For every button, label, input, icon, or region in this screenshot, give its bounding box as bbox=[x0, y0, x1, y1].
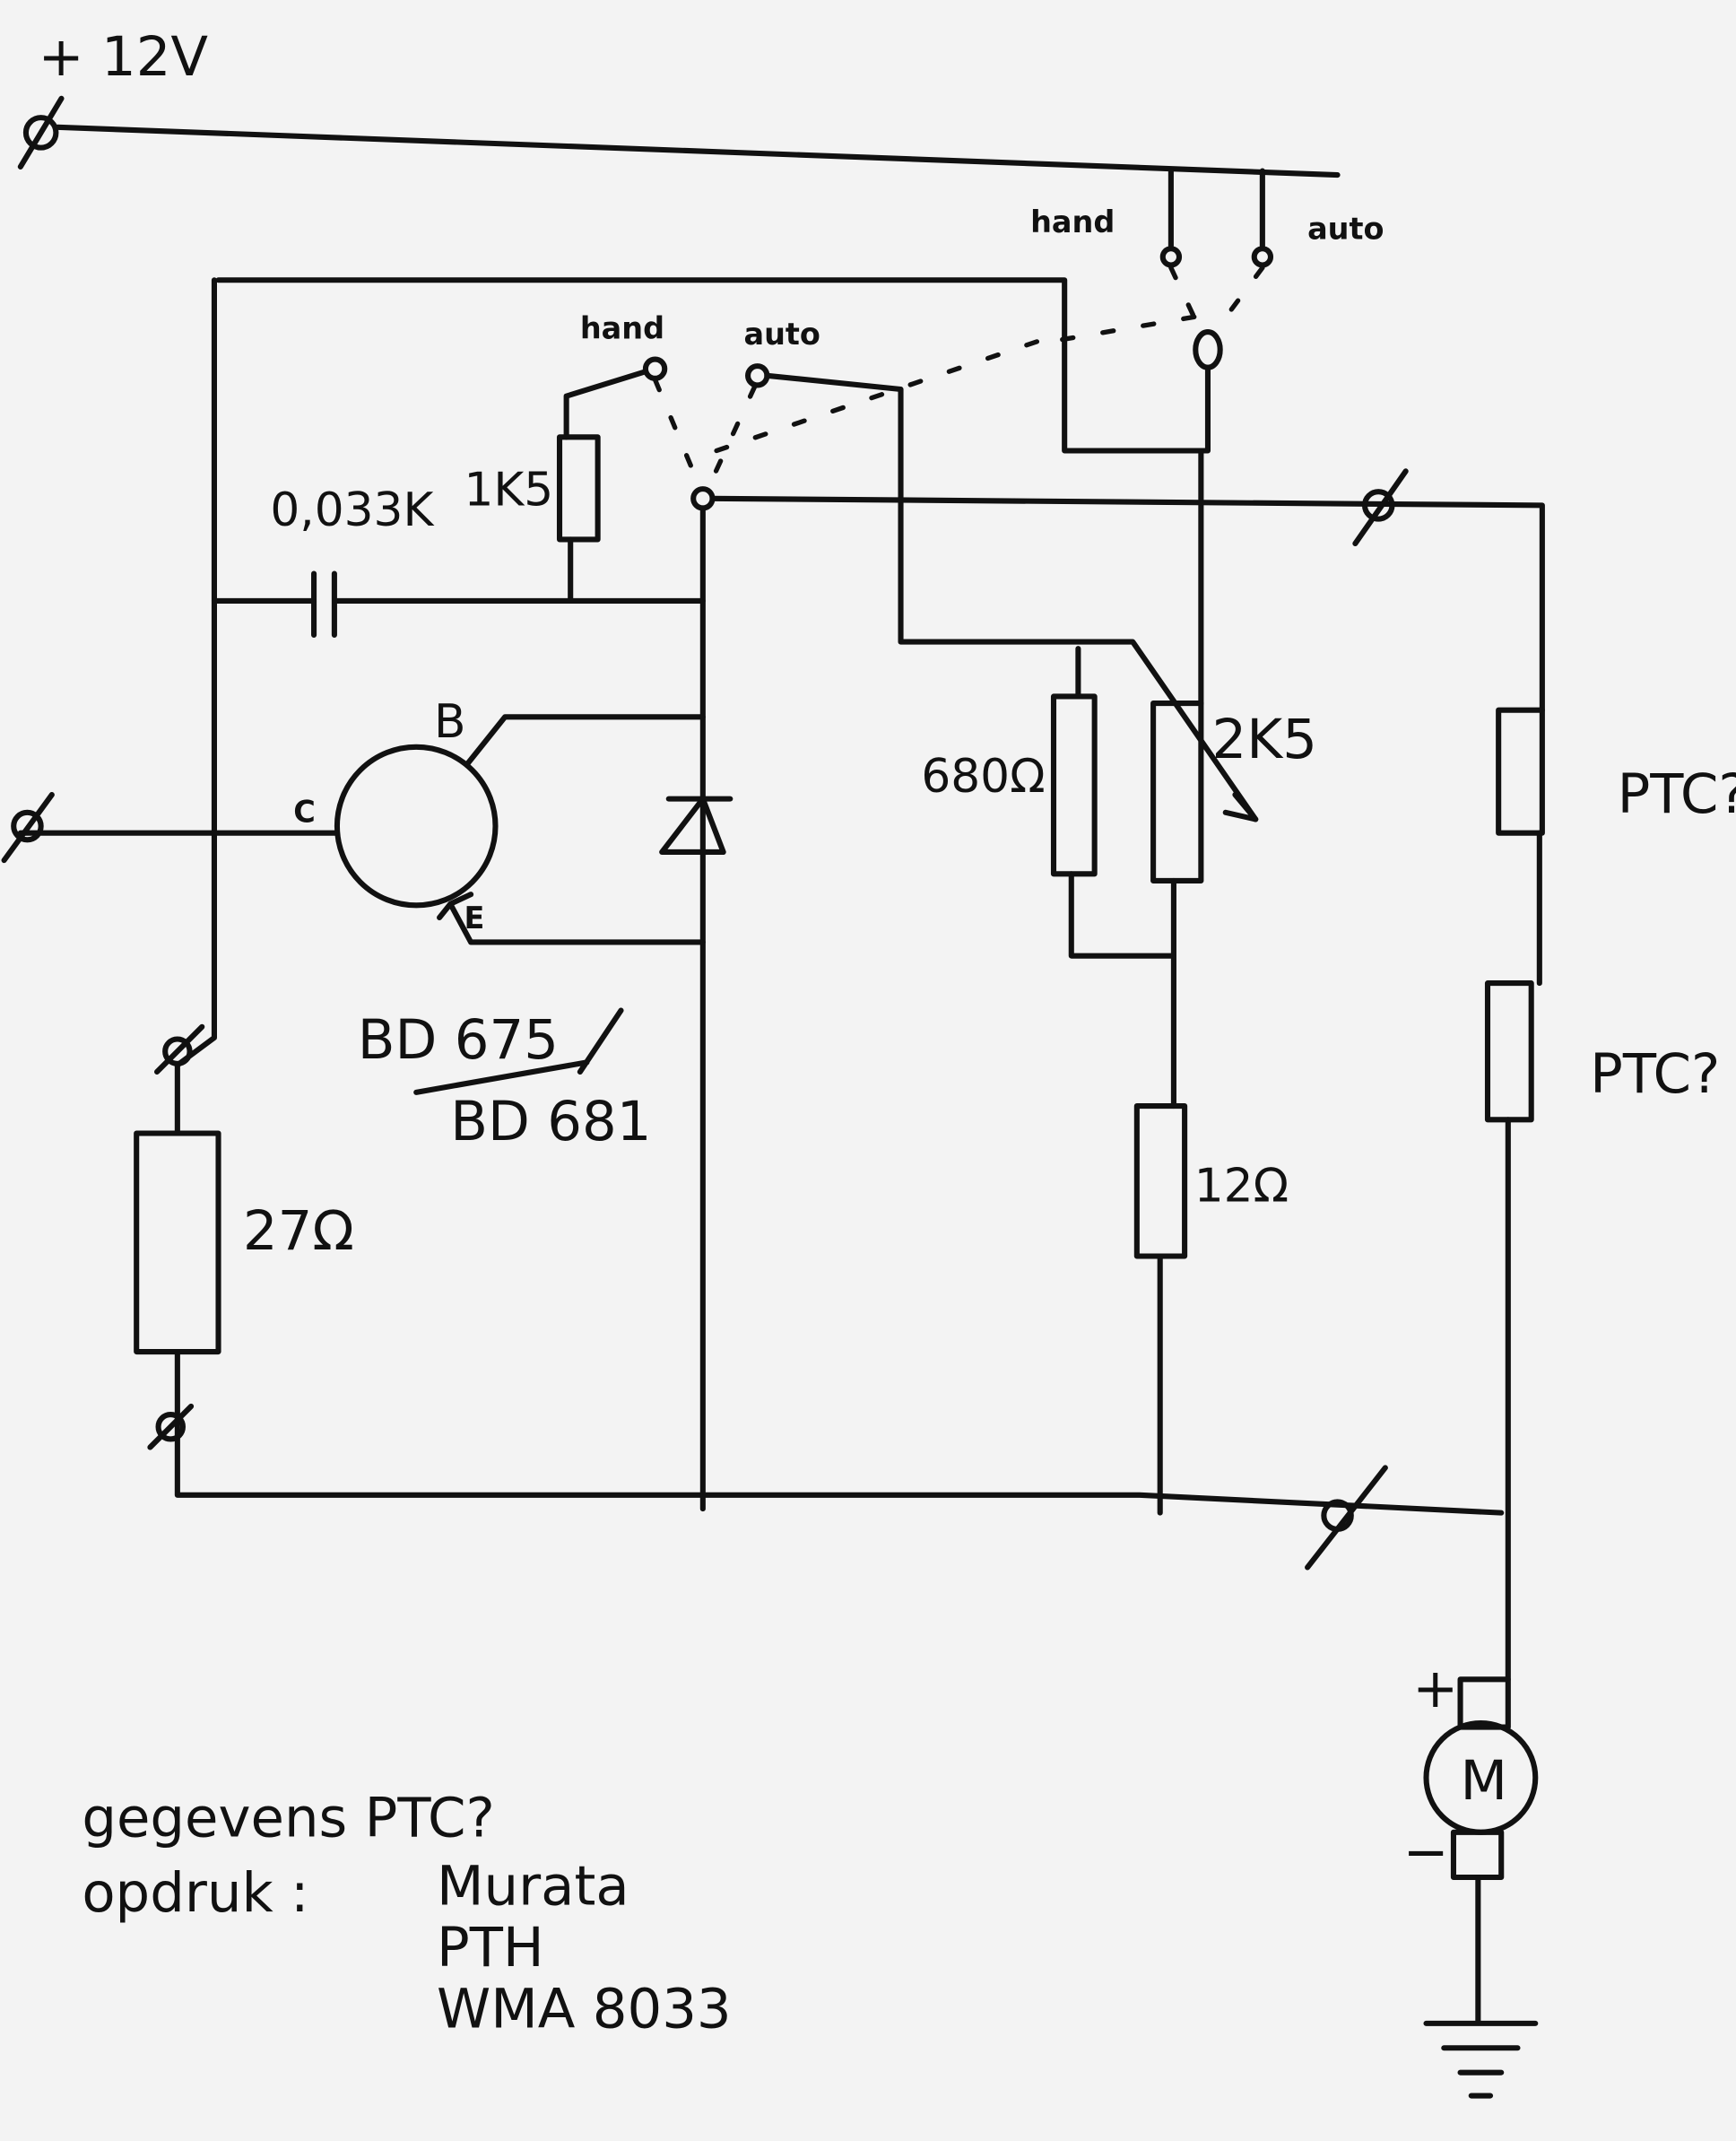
resistor-12-label: 12Ω bbox=[1194, 1160, 1289, 1214]
ptc-2-label: PTC? bbox=[1590, 1042, 1720, 1106]
note-line3: PTH bbox=[437, 1916, 544, 1980]
terminal-left-lower bbox=[147, 1403, 195, 1450]
resistor-12 bbox=[1133, 1103, 1188, 1259]
right-rail bbox=[709, 495, 1545, 1683]
resistor-680 bbox=[1050, 693, 1098, 877]
motor bbox=[1423, 1676, 1539, 2099]
terminal-bottom bbox=[1305, 1465, 1388, 1571]
transistor-b-label: B bbox=[434, 695, 466, 749]
note-line2: Murata bbox=[437, 1854, 629, 1918]
resistor-1k5-label: 1K5 bbox=[464, 463, 553, 517]
capacitor-label: 0,033K bbox=[270, 483, 435, 537]
terminal-base-input bbox=[1, 792, 55, 864]
resistor-1k5 bbox=[556, 434, 601, 543]
supply-terminal bbox=[17, 95, 65, 170]
r1k5-wire bbox=[563, 369, 648, 604]
terminal-left-upper bbox=[153, 1023, 205, 1075]
ptc-1-label: PTC? bbox=[1618, 762, 1736, 826]
left-switch-auto-label: auto bbox=[743, 317, 820, 352]
motor-plus-label: + bbox=[1412, 1657, 1458, 1720]
transistor-type-1: BD 675 bbox=[358, 1008, 559, 1072]
ptc-1 bbox=[1496, 707, 1545, 836]
transistor-c-label: C bbox=[293, 794, 316, 829]
transistor-type-separator bbox=[413, 1007, 624, 1095]
supply-label: + 12V bbox=[39, 25, 209, 89]
top-switch bbox=[215, 168, 1274, 707]
supply-rail bbox=[54, 124, 1341, 178]
top-switch-hand-label: hand bbox=[1030, 205, 1115, 239]
transistor-type-2: BD 681 bbox=[450, 1090, 651, 1153]
top-switch-auto-label: auto bbox=[1307, 212, 1384, 247]
note-line1: gegevens PTC? bbox=[82, 1786, 494, 1849]
resistor-680-label: 680Ω bbox=[921, 750, 1045, 804]
left-switch-hand-label: hand bbox=[580, 311, 664, 346]
motor-minus-label: − bbox=[1403, 1820, 1449, 1884]
potentiometer-2k5-label: 2K5 bbox=[1212, 708, 1317, 771]
transistor bbox=[17, 714, 706, 945]
transistor-e-label: E bbox=[464, 901, 484, 936]
capacitor bbox=[211, 570, 706, 639]
left-switch bbox=[642, 339, 1259, 822]
potentiometer-2k5 bbox=[1150, 701, 1204, 883]
note-line2-label: opdruk : bbox=[82, 1861, 308, 1925]
resistor-27-label: 27Ω bbox=[243, 1199, 354, 1263]
diode bbox=[659, 796, 733, 856]
terminal-right-top bbox=[1352, 468, 1409, 547]
pot-network-wire bbox=[1068, 646, 1176, 1516]
motor-label: M bbox=[1461, 1749, 1508, 1813]
ptc-2 bbox=[1484, 980, 1534, 1123]
note-line4: WMA 8033 bbox=[437, 1977, 732, 2041]
resistor-27 bbox=[134, 1130, 221, 1355]
